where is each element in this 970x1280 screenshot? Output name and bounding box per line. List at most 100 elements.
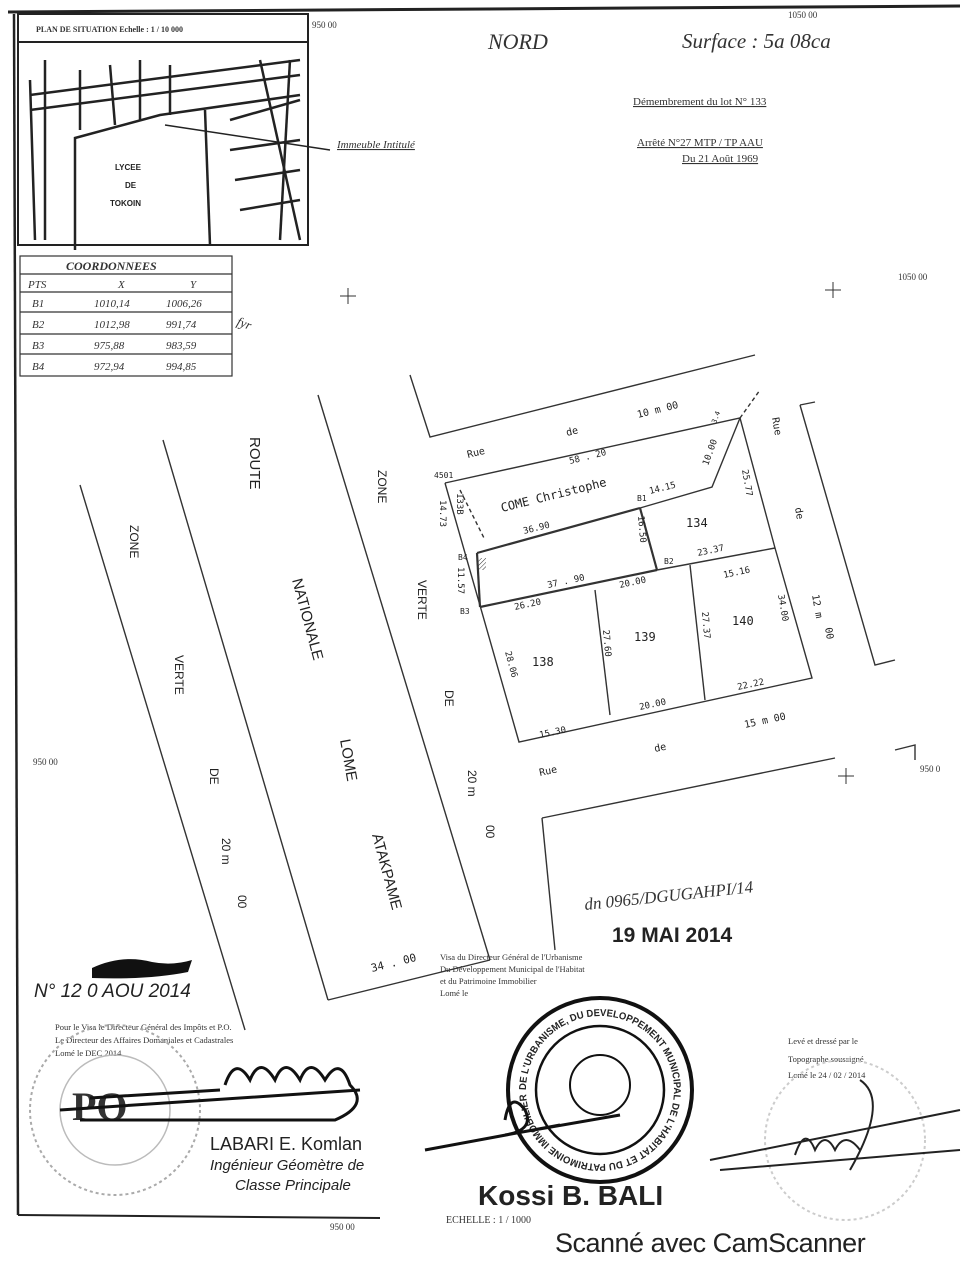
dimension: 3.4 (710, 410, 722, 425)
dimension: 25.77 (739, 469, 754, 497)
table-cell: B4 (32, 361, 45, 373)
visa-line: Levé et dressé par le (788, 1036, 858, 1046)
redaction-mark (92, 959, 192, 979)
lot-title: Démembrement du lot N° 133 (633, 96, 767, 108)
visa-line: Du Développement Municipal de l'Habitat (440, 964, 585, 974)
street-label: de (565, 425, 579, 439)
dimension: 10.00 (701, 438, 720, 467)
lot-number: 134 (686, 516, 708, 530)
route-label: ATAKPAME (368, 832, 405, 912)
visa-line: Pour le Visa le Directeur Général des Im… (55, 1022, 232, 1032)
dimension: 14.73 (437, 500, 447, 527)
street-label: Rue (466, 446, 486, 461)
grid-label: 950 00 (33, 757, 58, 767)
right-signature (709, 1079, 961, 1171)
route-label: NATIONALE (288, 577, 326, 662)
camscanner-watermark: Scanné avec CamScanner (555, 1228, 866, 1258)
grid-label: 950 00 (312, 20, 337, 30)
landmark-line: TOKOIN (110, 199, 141, 208)
visa-line: Lomé le DEC 2014 (55, 1048, 122, 1058)
table-cell: 1012,98 (94, 319, 130, 331)
left-seal (29, 1024, 201, 1196)
zone-label: DE (207, 768, 221, 785)
visa-line: Lomé le 24 / 02 / 2014 (788, 1070, 866, 1080)
landmark-line: LYCEE (115, 163, 142, 172)
visa-line: Le Directeur des Affaires Domaniales et … (55, 1035, 233, 1045)
dimension: 23.37 (697, 544, 726, 559)
street-label: 00 (822, 627, 835, 641)
landmark-line: DE (125, 181, 137, 190)
zone-label: VERTE (172, 655, 186, 695)
decree: Arrêté N°27 MTP / TP AAU (637, 137, 763, 149)
registration-number: N° 12 0 AOU 2014 (34, 981, 191, 1002)
pointer-label: Immeuble Intitulé (336, 139, 416, 151)
table-cell: B3 (32, 340, 45, 352)
receipt-date: 19 MAI 2014 (612, 924, 733, 947)
middle-signature (424, 1100, 621, 1152)
plan-lines (79, 354, 916, 1031)
survey-points: 4501 B1 B2 B3 B4 (434, 471, 674, 616)
dimension: 27.60 (600, 629, 612, 657)
municipal-seal: DE L'URBANISME, DU DEVELOPPEMENT MUNICIP… (506, 996, 694, 1184)
table-cell: 1006,26 (166, 298, 202, 310)
coordinates-table: COORDONNEES PTS X Y B1 1010,14 1006,26 B… (19, 255, 255, 377)
decree-date: Du 21 Août 1969 (682, 153, 759, 165)
route-label: ROUTE (246, 437, 263, 490)
grid-crosses (340, 282, 854, 784)
lot-number: 133B (454, 493, 464, 515)
director-name: Kossi B. BALI (478, 1180, 663, 1211)
dimensions: 58 . 20 14.15 36.90 16.50 37 . 90 20.00 … (437, 410, 790, 741)
zone-label: VERTE (415, 580, 429, 620)
grid-label: 950 0 (920, 764, 941, 774)
coordinates-title: COORDONNEES (66, 259, 157, 273)
street-labels: Rue de 10 m 00 Rue de 12 m 00 Rue de 15 … (466, 400, 835, 779)
left-signature (59, 1066, 361, 1122)
grid-label: 950 00 (330, 1222, 355, 1232)
street-label: Rue (769, 417, 783, 437)
survey-point: B2 (664, 557, 674, 566)
north-label: NORD (487, 29, 548, 54)
dimension: 16.50 (635, 515, 647, 543)
zone-label: 00 (235, 895, 249, 909)
table-cell: 972,94 (94, 361, 125, 373)
grid-label: 1050 00 (898, 272, 928, 282)
survey-point: 4501 (434, 471, 453, 480)
engineer-title: Classe Principale (235, 1177, 351, 1194)
street-label: de (792, 507, 805, 521)
visa-line: Visa du Directeur Général de l'Urbanisme (440, 952, 583, 962)
zone-right-labels: ZONE VERTE DE 20 m 00 (375, 470, 497, 839)
lot-numbers: 133B 134 138 139 140 (454, 493, 754, 669)
visa-line: et du Patrimoine Immobilier (440, 976, 537, 986)
dimension: 15.16 (723, 566, 752, 581)
zone-label: 20 m (465, 770, 479, 797)
zone-left-labels: ZONE VERTE DE 20 m 00 (127, 525, 249, 909)
street-label: Rue (538, 764, 558, 779)
lot-number: 139 (634, 630, 656, 644)
dimension: 22.22 (737, 678, 766, 693)
visa-line: Topographe soussigné (788, 1054, 864, 1064)
table-cell: 975,88 (94, 340, 125, 352)
lot-number: 138 (532, 655, 554, 669)
table-cell: B1 (32, 298, 44, 310)
scale-label: ECHELLE : 1 / 1000 (446, 1215, 531, 1226)
column-header: PTS (27, 279, 47, 291)
street-label: 15 m 00 (743, 711, 787, 731)
survey-point: B4 (458, 553, 468, 562)
table-cell: B2 (32, 319, 45, 331)
zone-label: DE (442, 690, 456, 707)
visa-line: Lomé le (440, 988, 468, 998)
route-labels: ROUTE NATIONALE LOME ATAKPAME (246, 437, 405, 912)
owner-name: COME Christophe (499, 475, 608, 515)
right-visa-text: Levé et dressé par le Topographe soussig… (788, 1036, 866, 1080)
column-header: X (117, 279, 126, 291)
dimension: 11.57 (455, 567, 465, 594)
frame (7, 4, 961, 1219)
street-label: 10 m 00 (636, 400, 680, 421)
dimension: 14.15 (648, 481, 677, 497)
street-label: de (653, 742, 667, 755)
zone-label: 20 m (219, 838, 233, 865)
table-cell: 1010,14 (94, 298, 130, 310)
street-label: 12 m (809, 594, 824, 620)
situation-plan-title: PLAN DE SITUATION Echelle : 1 / 10 000 (36, 25, 183, 34)
survey-point: B3 (460, 607, 470, 616)
